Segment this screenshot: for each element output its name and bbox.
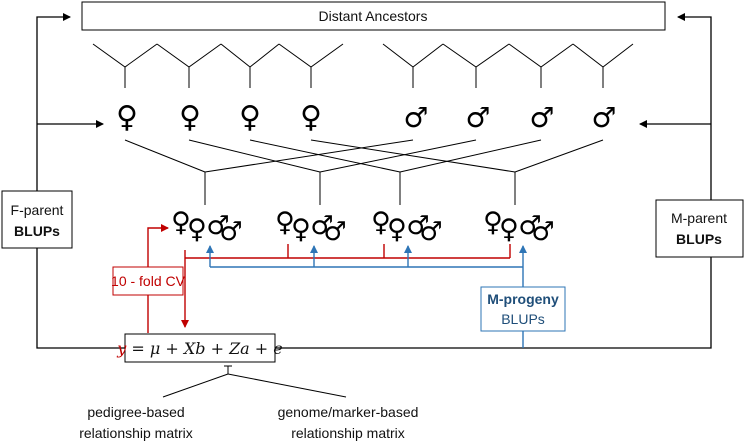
progeny-group-1: ♀ ♀ ♂ ♂ [171, 207, 243, 247]
cv-lines [147, 224, 511, 333]
progeny-female-icon: ♀ [483, 207, 503, 238]
genome-matrix-line2: relationship matrix [291, 425, 405, 441]
progeny-female-icon: ♀ [187, 214, 207, 245]
ancestors-label: Distant Ancestors [319, 8, 428, 24]
progeny-male-icon: ♂ [518, 211, 541, 241]
progeny-group-3: ♀ ♀ ♂ ♂ [371, 207, 443, 247]
progeny-male-icon: ♂ [206, 211, 229, 241]
female-parents: ♀ ♀ ♀ ♀ [116, 100, 322, 135]
progeny-group-4: ♀ ♀ ♂ ♂ [483, 207, 555, 247]
female-symbol-icon: ♀ [239, 100, 261, 135]
progeny-female-icon: ♀ [387, 214, 407, 245]
m-parent-box [655, 199, 744, 258]
progeny-female-icon: ♀ [371, 207, 391, 238]
female-symbol-icon: ♀ [300, 100, 322, 135]
model-equation: y = μ + Xb + Za + e [116, 339, 283, 358]
progeny-male-icon: ♂ [323, 217, 346, 247]
equation-plus: + [205, 339, 229, 358]
progeny-male-icon: ♂ [406, 211, 429, 241]
progeny-male-icon: ♂ [219, 217, 242, 247]
female-symbol-icon: ♀ [179, 100, 201, 135]
f-parent-loop [36, 13, 125, 349]
progeny-female-icon: ♀ [291, 214, 311, 245]
equation-xb: Xb [182, 339, 206, 358]
pedigree-matrix-line1: pedigree-based [87, 404, 184, 420]
m-parent-loop [275, 13, 712, 349]
progeny-male-icon: ♂ [531, 217, 554, 247]
m-progeny-label: M-progeny [487, 291, 559, 307]
male-symbol-icon: ♂ [465, 101, 490, 134]
m-progeny-lines [206, 245, 527, 348]
cv-label: 10 - fold CV [111, 273, 186, 289]
equation-y: y [116, 339, 127, 358]
male-parents: ♂ ♂ ♂ ♂ [403, 101, 616, 134]
male-symbol-icon: ♂ [403, 101, 428, 134]
progeny-female-icon: ♀ [171, 207, 191, 238]
equation-mu: μ [150, 339, 160, 358]
cv-box [112, 266, 184, 296]
progeny-male-icon: ♂ [419, 217, 442, 247]
equation-box [124, 333, 276, 363]
progeny-male-icon: ♂ [310, 211, 333, 241]
equation-equals: = [126, 339, 150, 358]
mating-lines [124, 139, 604, 205]
m-parent-blups: BLUPs [676, 231, 722, 247]
male-symbol-icon: ♂ [529, 101, 554, 134]
matrix-branch-lines [162, 365, 347, 398]
genome-matrix-line1: genome/marker-based [278, 404, 419, 420]
ancestors-box [81, 1, 666, 31]
f-parent-box [1, 190, 73, 249]
pedigree-matrix-line2: relationship matrix [79, 425, 193, 441]
m-parent-label: M-parent [671, 210, 727, 226]
m-progeny-box [480, 286, 566, 332]
f-parent-blups: BLUPs [14, 223, 60, 239]
female-symbol-icon: ♀ [116, 100, 138, 135]
f-parent-label: F-parent [11, 202, 64, 218]
male-symbol-icon: ♂ [591, 101, 616, 134]
equation-plus: + [250, 339, 274, 358]
m-progeny-blups: BLUPs [501, 311, 545, 327]
equation-e: e [273, 339, 282, 358]
progeny-group-2: ♀ ♀ ♂ ♂ [275, 207, 347, 247]
equation-plus: + [160, 339, 184, 358]
equation-za: Za [228, 339, 250, 358]
progeny-female-icon: ♀ [275, 207, 295, 238]
ancestor-cross-lines [92, 43, 634, 88]
progeny-female-icon: ♀ [499, 214, 519, 245]
